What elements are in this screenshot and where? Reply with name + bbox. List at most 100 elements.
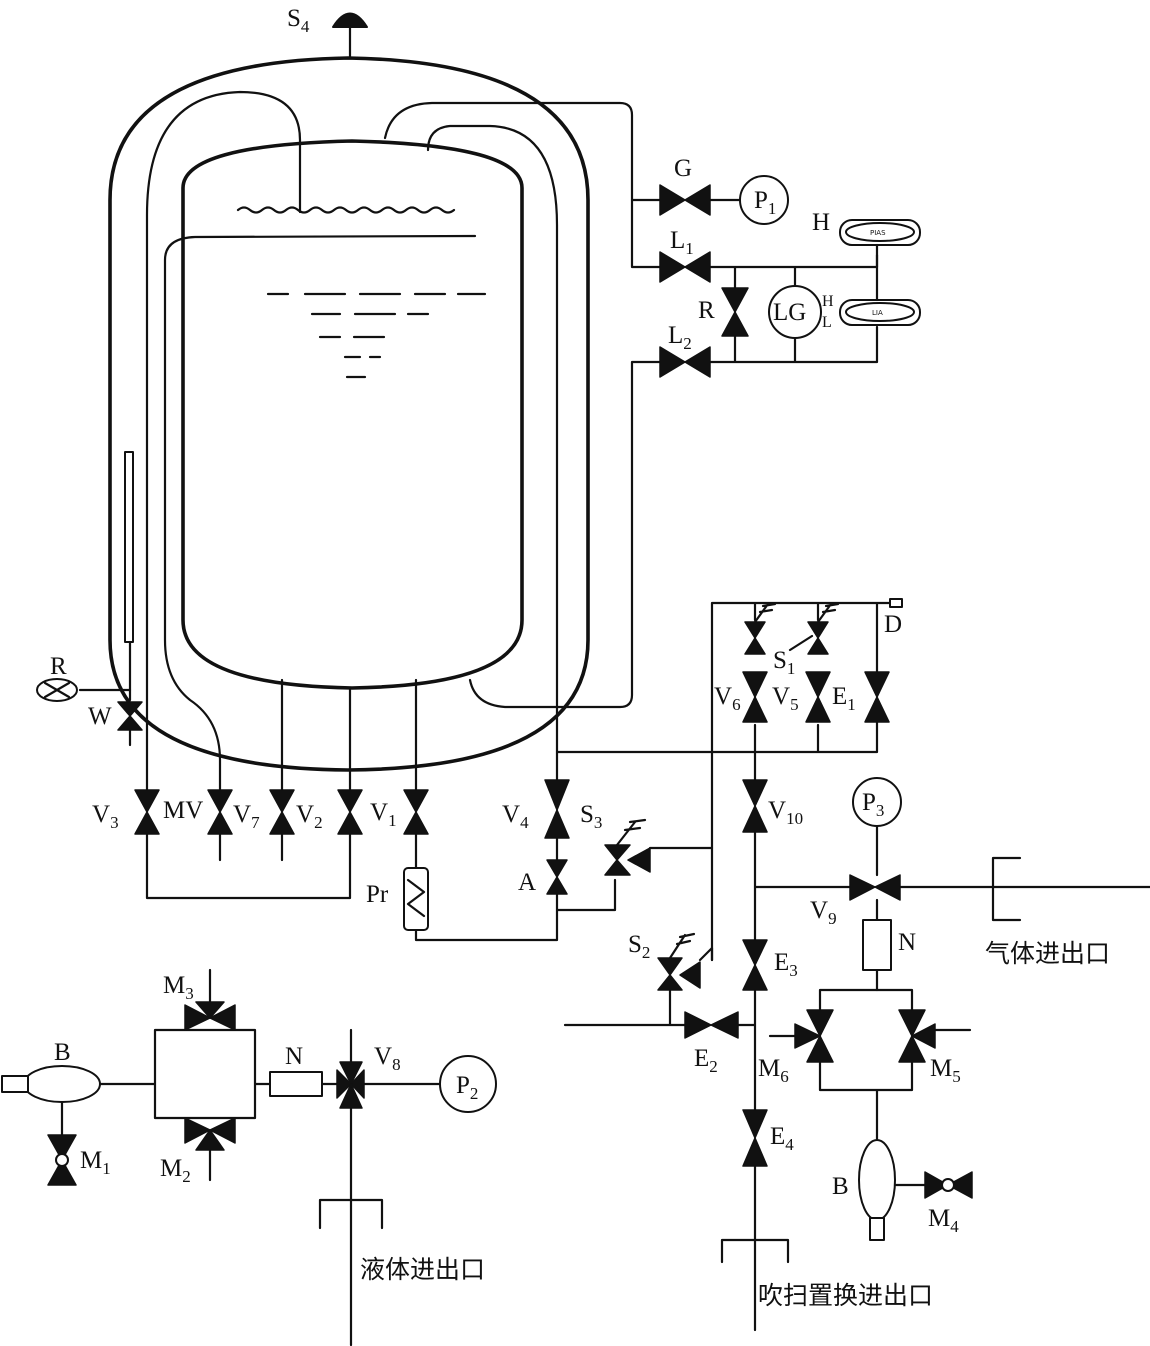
label-r-level: R <box>698 297 715 324</box>
v8-r <box>350 1069 365 1099</box>
m4-dot <box>941 1178 955 1192</box>
label-v10: V10 <box>768 797 803 828</box>
m6-top <box>806 1009 834 1037</box>
pipe-top-right <box>383 101 662 269</box>
m3-l <box>184 1004 211 1031</box>
label-p3: P3 <box>862 789 884 820</box>
m3-r <box>209 1004 236 1031</box>
label-v9: V9 <box>810 897 837 928</box>
label-v1: V1 <box>370 799 397 830</box>
n-left-filter <box>269 1071 323 1097</box>
v9-r <box>874 874 901 901</box>
e4-top <box>742 1109 768 1139</box>
v8-top <box>339 1061 363 1085</box>
g-valve-r <box>684 184 711 216</box>
label-v3: V3 <box>92 801 119 832</box>
level-strip <box>124 451 134 643</box>
w-valve-bot <box>117 715 143 731</box>
m2-r <box>209 1117 236 1144</box>
r-valve-bot <box>721 311 749 337</box>
label-l2: L2 <box>668 322 692 353</box>
pipe-v3 <box>145 90 302 792</box>
s2-top <box>657 957 683 976</box>
label-b-left: B <box>54 1039 71 1066</box>
pipe-mv <box>163 234 477 792</box>
label-m6: M6 <box>758 1055 789 1086</box>
v10-top <box>742 779 768 807</box>
label-h: H <box>812 209 830 236</box>
lg-gauge <box>768 285 822 339</box>
m5-side <box>911 1023 936 1049</box>
label-v2: V2 <box>296 801 323 832</box>
label-m3: M3 <box>163 972 194 1003</box>
m5-bot <box>898 1035 926 1063</box>
pipe-liquid-circuit <box>60 968 442 1346</box>
v9-l <box>849 874 876 901</box>
s1-relief-valves <box>744 602 840 655</box>
label-m5: M5 <box>930 1055 961 1086</box>
label-g: G <box>674 155 692 182</box>
gauge-top-inner <box>845 222 915 242</box>
pr-zigzag <box>406 878 426 918</box>
label-p2: P2 <box>456 1072 478 1103</box>
inner-vessel <box>181 139 524 690</box>
label-v4: V4 <box>502 801 529 832</box>
label-v8: V8 <box>374 1043 401 1074</box>
m5-top <box>898 1009 926 1037</box>
liquid-port-bracket <box>318 1198 384 1230</box>
label-liquid-port: 液体进出口 <box>360 1255 485 1284</box>
p3-gauge <box>852 777 902 827</box>
label-l1: L1 <box>670 227 694 258</box>
s3-spring <box>615 818 647 847</box>
label-l-small: L <box>822 314 832 331</box>
label-mv: MV <box>163 797 203 824</box>
label-s3: S3 <box>580 801 602 832</box>
label-n-right: N <box>898 929 916 956</box>
pipe-v10-down <box>753 824 1150 992</box>
label-s1: S1 <box>773 647 795 678</box>
v8-l <box>336 1069 352 1099</box>
label-p1: P1 <box>754 187 776 218</box>
pipe-right-manifold <box>555 601 902 962</box>
g-valve-l <box>659 184 686 216</box>
label-m1: M1 <box>80 1147 111 1178</box>
outer-vessel <box>108 56 590 772</box>
l2-valve-l <box>659 346 686 378</box>
s2-bot <box>657 974 683 991</box>
e3-bot <box>742 964 768 991</box>
e4-bot <box>742 1137 768 1167</box>
label-s2: S2 <box>628 931 650 962</box>
s2-side <box>679 961 701 989</box>
label-n-left: N <box>285 1043 303 1070</box>
label-pr: Pr <box>366 881 389 908</box>
b-left-bulb <box>23 1065 101 1103</box>
label-h-small: H <box>822 293 834 310</box>
label-a: A <box>518 869 536 896</box>
e3-top <box>742 939 768 966</box>
v8-bot <box>339 1083 363 1109</box>
label-lg: LG <box>773 299 806 326</box>
p1-gauge <box>739 175 789 225</box>
pipe-v4 <box>426 124 559 782</box>
label-m4: M4 <box>928 1205 959 1236</box>
label-e1: E1 <box>832 683 856 714</box>
b-right-neck <box>869 1217 885 1241</box>
m2-l <box>184 1117 211 1144</box>
m2-bot <box>195 1129 225 1151</box>
label-m2: M2 <box>160 1155 191 1186</box>
label-purge-port: 吹扫置换进出口 <box>758 1281 933 1310</box>
label-v7: V7 <box>233 801 260 832</box>
label-e3: E3 <box>774 949 798 980</box>
gauge-mid-inner <box>845 302 915 322</box>
b-right-bulb <box>858 1139 896 1221</box>
label-r-left: R <box>50 653 67 680</box>
p2-gauge <box>439 1055 497 1113</box>
r-valve-top <box>721 287 749 313</box>
label-s4: S4 <box>287 5 310 36</box>
b-left-neck <box>1 1075 29 1093</box>
label-d: D <box>884 611 902 638</box>
e2-l <box>684 1011 712 1039</box>
label-b-right: B <box>832 1173 849 1200</box>
n-right-filter <box>862 919 892 971</box>
label-e4: E4 <box>770 1123 794 1154</box>
